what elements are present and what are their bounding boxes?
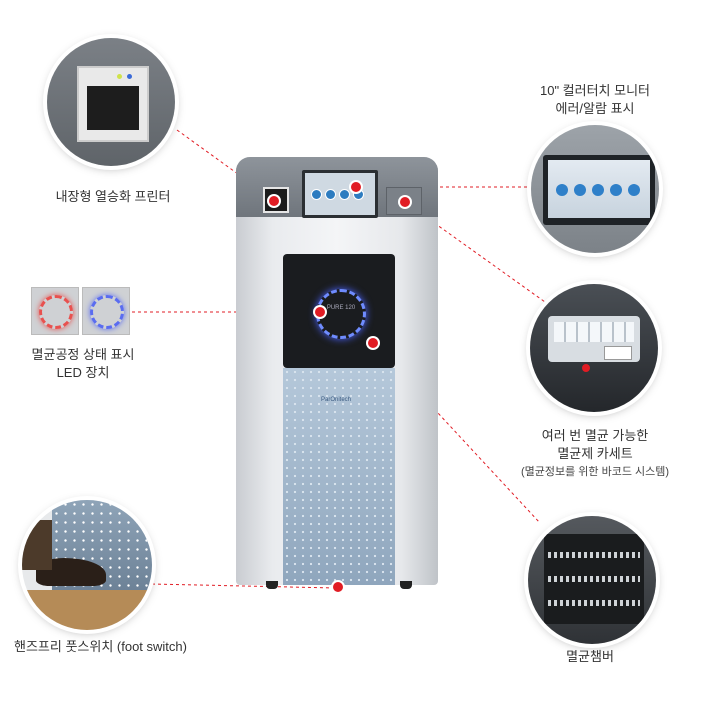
machine-foot <box>266 581 278 589</box>
line-cassette <box>404 201 546 303</box>
screen-icon <box>311 189 322 200</box>
led-label-line1: 멸균공정 상태 표시 <box>31 347 135 362</box>
line-printer <box>176 129 275 201</box>
screen-icon <box>628 184 640 196</box>
cassette-cells <box>554 322 634 342</box>
monitor-photo <box>531 125 659 253</box>
machine-logo: ParOnitech <box>321 397 352 403</box>
callout-dot-chamber <box>368 338 378 348</box>
cassette-photo <box>530 284 658 412</box>
machine-touch-monitor[interactable] <box>302 170 378 218</box>
machine-foot <box>400 581 412 589</box>
machine-brand-text: PURE 120 <box>326 305 356 311</box>
screen-icon <box>339 189 350 200</box>
floor <box>22 590 152 630</box>
foot-switch-label: 핸즈프리 풋스위치 (foot switch) <box>14 639 187 654</box>
printer-slot <box>87 86 139 130</box>
led-red-photo <box>31 287 79 335</box>
cassette-label-line2: 멸균제 카세트 <box>557 446 633 461</box>
chamber-interior <box>544 534 644 624</box>
callout-dot-monitor <box>351 182 361 192</box>
printer-led-icon <box>127 74 132 79</box>
cassette-body <box>548 316 640 362</box>
chamber-label: 멸균챔버 <box>566 649 614 664</box>
sterilizer-machine: PURE 120 ParOnitech <box>236 157 438 589</box>
printer-photo <box>47 38 175 166</box>
screen-icon <box>592 184 604 196</box>
monitor-label-line1: 10" 컬러터치 모니터 <box>539 83 651 98</box>
machine-chamber-door[interactable]: PURE 120 <box>283 254 395 368</box>
cassette-label-line1: 여러 번 멸균 가능한 <box>541 428 649 443</box>
monitor-screen <box>548 160 650 218</box>
monitor-bezel <box>543 155 655 225</box>
callout-dot-led <box>315 307 325 317</box>
cassette-indicator-icon <box>582 364 590 372</box>
machine-lower-panel <box>283 368 395 585</box>
line-foot <box>151 583 337 589</box>
machine-printer-slot <box>263 187 289 213</box>
monitor-label-line2: 에러/알람 표시 <box>555 101 635 116</box>
printer-panel <box>77 66 149 142</box>
chamber-rack <box>548 552 640 558</box>
callout-dot-printer <box>269 196 279 206</box>
screen-icon <box>325 189 336 200</box>
chamber-rack <box>548 576 640 582</box>
screen-icon <box>556 184 568 196</box>
callout-dot-cassette <box>400 197 410 207</box>
screen-icon <box>610 184 622 196</box>
led-blue-ring-icon <box>90 295 124 329</box>
printer-led-icon <box>117 74 122 79</box>
cassette-barcode-label <box>604 346 632 360</box>
cassette-label-line3: (멸균정보를 위한 바코드 시스템) <box>520 466 670 478</box>
printer-label: 내장형 열승화 프린터 <box>55 189 171 204</box>
led-label-line2: LED 장치 <box>56 365 110 380</box>
line-chamber <box>372 342 541 524</box>
chamber-photo <box>528 516 656 644</box>
callout-dot-foot <box>333 582 343 592</box>
led-red-ring-icon <box>39 295 73 329</box>
screen-icon <box>574 184 586 196</box>
led-blue-photo <box>82 287 130 335</box>
trouser-leg <box>22 520 52 570</box>
foot-switch-photo <box>22 500 152 630</box>
chamber-rack <box>548 600 640 606</box>
